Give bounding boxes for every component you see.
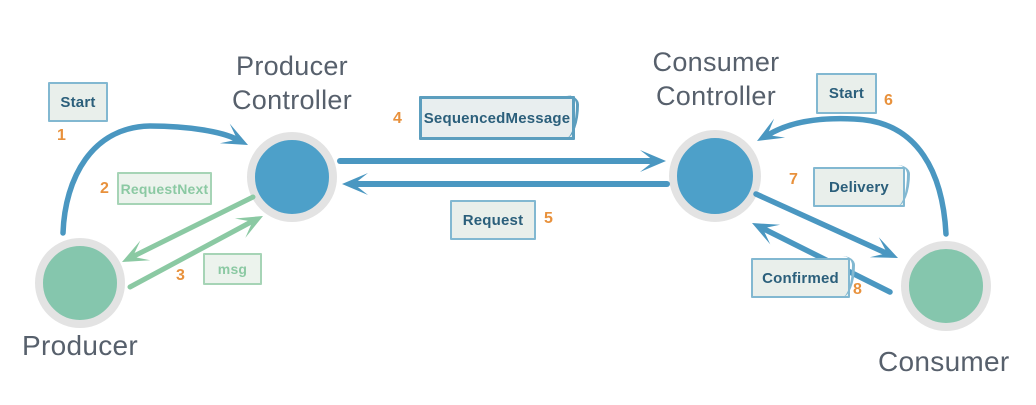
message-box-requestnext: RequestNext — [117, 172, 212, 205]
message-box-delivery-label: Delivery — [829, 178, 889, 196]
message-box-sequencedmessage-label: SequencedMessage — [423, 109, 571, 127]
node-label-producer: Producer — [22, 330, 139, 361]
message-box-delivery: Delivery — [813, 165, 910, 207]
node-label-consumer-controller: Consumer Controller — [652, 47, 780, 111]
node-label-consumer: Consumer — [878, 346, 1010, 377]
message-box-start-1-label: Start — [60, 93, 96, 111]
arrowhead-step-1 — [219, 123, 248, 145]
step-number-4: 4 — [393, 110, 402, 127]
arrow-step-3-msg — [127, 219, 254, 290]
message-box-start-6-label: Start — [828, 85, 865, 102]
message-box-start-1: Start — [48, 82, 108, 122]
step-number-2: 2 — [100, 180, 109, 197]
message-box-confirmed: Confirmed — [751, 256, 855, 298]
node-producer-circle — [35, 238, 125, 328]
arrow-step-6-start — [765, 115, 949, 237]
message-box-sequencedmessage: SequencedMessage — [419, 95, 579, 140]
step-number-6: 6 — [884, 92, 893, 109]
message-box-requestnext-label: RequestNext — [120, 180, 209, 197]
arrowhead-step-6 — [757, 118, 786, 141]
arrowhead-step-3 — [234, 216, 263, 238]
node-label-producer-controller: Producer Controller — [231, 51, 353, 115]
step-number-5: 5 — [544, 210, 553, 227]
step-number-3: 3 — [176, 267, 185, 284]
message-box-msg: msg — [203, 253, 262, 285]
arrowhead-step-8 — [752, 223, 781, 245]
step-number-7: 7 — [789, 171, 798, 188]
arrow-step-2-requestnext — [131, 194, 256, 259]
message-box-request: Request — [450, 200, 536, 240]
step-number-8: 8 — [853, 281, 862, 298]
arrow-step-1-start — [60, 123, 239, 236]
node-producer-controller-circle — [247, 132, 337, 222]
arrowhead-step-7 — [869, 237, 898, 258]
node-consumer-circle — [901, 241, 991, 331]
arrowhead-step-5 — [342, 173, 368, 195]
arrow-step-7-delivery — [753, 191, 889, 256]
node-consumer-controller-circle — [669, 130, 761, 222]
arrowhead-step-2 — [122, 240, 151, 262]
message-box-confirmed-label: Confirmed — [762, 269, 839, 287]
message-box-request-label: Request — [462, 211, 524, 229]
message-box-start-6: Start — [816, 73, 877, 114]
arrowhead-step-4 — [640, 150, 666, 172]
message-box-msg-label: msg — [217, 261, 248, 277]
step-number-1: 1 — [57, 127, 66, 144]
